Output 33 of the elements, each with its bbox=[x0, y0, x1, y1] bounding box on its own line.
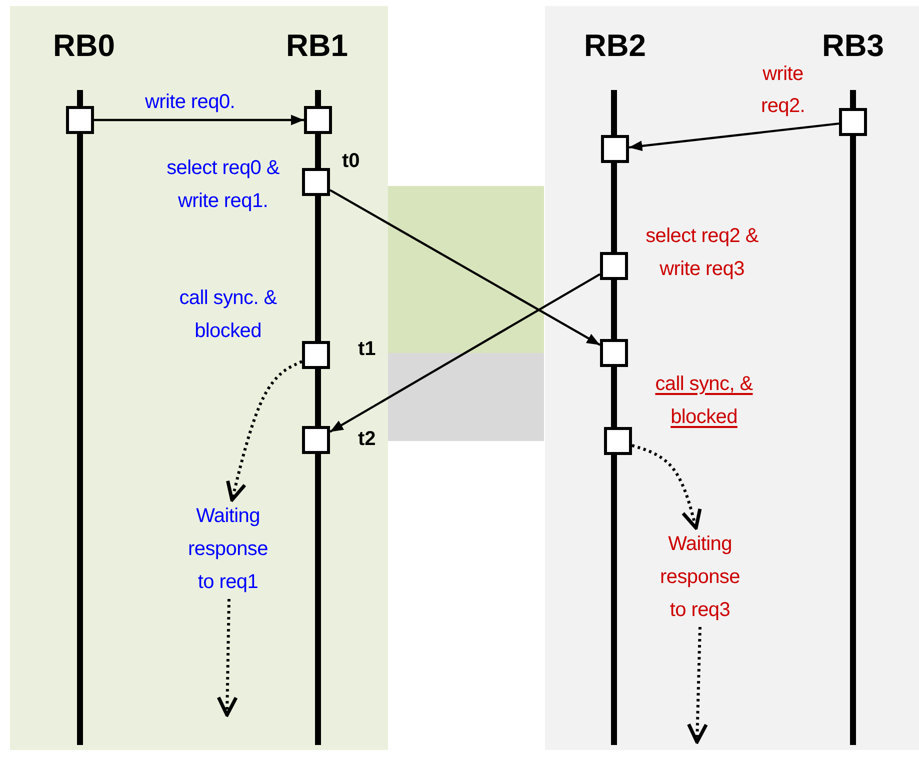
dotted-arrow bbox=[632, 444, 702, 530]
lifeline-heading: RB3 bbox=[820, 28, 885, 64]
status-text: Waiting response to req1 bbox=[178, 500, 278, 599]
event-note: call sync, & blocked bbox=[654, 372, 754, 430]
time-label: t0 bbox=[342, 150, 360, 173]
event-square bbox=[600, 252, 628, 280]
message-arrow bbox=[628, 122, 840, 152]
message-arrow bbox=[94, 114, 304, 126]
event-square bbox=[604, 427, 632, 455]
event-square bbox=[302, 168, 330, 196]
event-square bbox=[601, 135, 629, 163]
lifeline-heading: RB0 bbox=[52, 28, 116, 64]
message-arrow bbox=[329, 273, 601, 433]
message-arrow bbox=[329, 189, 601, 346]
dotted-arrow bbox=[226, 360, 303, 502]
event-note: select req0 & write req1. bbox=[166, 156, 280, 214]
edge-label: write req2. bbox=[760, 62, 806, 119]
time-label: t1 bbox=[358, 338, 376, 361]
lifeline-heading: RB1 bbox=[284, 28, 349, 64]
lifeline-heading: RB2 bbox=[582, 28, 647, 64]
event-note: call sync. & blocked bbox=[178, 286, 278, 344]
time-label: t2 bbox=[358, 428, 376, 451]
event-square bbox=[600, 339, 628, 367]
event-square bbox=[304, 106, 332, 134]
event-square bbox=[302, 426, 330, 454]
dotted-arrow bbox=[686, 626, 708, 744]
event-square bbox=[302, 341, 330, 369]
status-text: Waiting response to req3 bbox=[650, 528, 750, 627]
event-square bbox=[66, 106, 94, 134]
edge-label: write req0. bbox=[144, 90, 236, 115]
event-square bbox=[839, 108, 867, 136]
event-note: select req2 & write req3 bbox=[644, 224, 760, 282]
dotted-arrow bbox=[216, 598, 238, 717]
